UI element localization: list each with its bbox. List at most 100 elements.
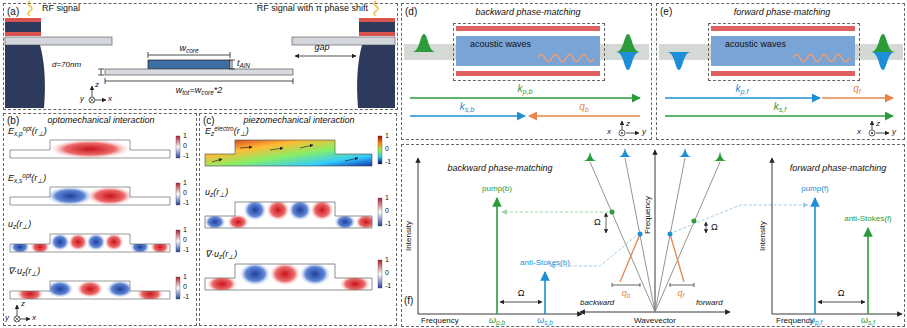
node-text: acoustic waves: [470, 39, 531, 49]
label: -1: [183, 246, 189, 253]
panel: (e)forward phase-matchingacoustic waves: [656, 3, 905, 140]
label: 1: [385, 256, 389, 263]
panel-label: (e): [660, 6, 672, 18]
label: forward phase-matching: [790, 163, 887, 173]
subscript: z: [210, 191, 213, 198]
label: q: [579, 101, 585, 112]
text-label: wtot=wcore*2: [176, 85, 223, 96]
node-text: acoustic waves: [725, 39, 786, 49]
text-label: x: [32, 313, 36, 322]
subscript: ⊥: [22, 223, 28, 230]
superscript: opt: [22, 172, 31, 179]
panel-label: (d): [405, 6, 417, 18]
text-label: z: [21, 299, 25, 308]
text-label: -1: [385, 282, 391, 290]
label: forward: [696, 298, 723, 307]
label: Wavevector: [634, 316, 676, 325]
text-label: qb: [579, 101, 589, 114]
label: Ω: [594, 217, 601, 227]
text-label: z: [95, 80, 99, 89]
panel: (d)backward phase-matchingacoustic waves: [401, 3, 652, 140]
label: Frequency: [421, 316, 459, 325]
label: 0: [385, 207, 389, 214]
subscript: x,p: [14, 130, 23, 137]
subscript: b: [585, 105, 589, 114]
label: RF signal: [42, 3, 80, 13]
subscript: z: [219, 253, 222, 260]
text-label: ωp,f: [808, 315, 822, 326]
label: Ω: [838, 288, 845, 298]
label: 0: [183, 283, 187, 290]
label: 1: [385, 194, 389, 201]
label: ): [28, 219, 31, 229]
subscript: ⊥: [38, 130, 44, 137]
label: w: [179, 43, 186, 53]
label: (r: [32, 126, 38, 136]
text-label: ωs,f: [861, 315, 875, 326]
panel: (b)optomechanical interaction: [3, 113, 197, 326]
text-label: 1: [385, 256, 389, 264]
subscript: s,b: [544, 319, 553, 326]
subscript: core: [186, 47, 199, 54]
text-label: 1: [183, 179, 187, 187]
phase-matching-plots: [418, 148, 902, 314]
field-maps-c: [204, 136, 382, 293]
label: k: [736, 83, 741, 94]
subscript: x,s: [14, 177, 22, 184]
label: x: [32, 313, 36, 322]
label: 1: [183, 179, 187, 186]
label: y: [892, 127, 896, 136]
label: 1: [183, 132, 187, 139]
subscript: core: [201, 89, 214, 96]
label: -1: [385, 158, 391, 165]
label: -1: [183, 293, 189, 300]
text-label: qf: [853, 83, 861, 96]
label: z: [876, 119, 880, 128]
label: ω: [537, 315, 544, 325]
label: q: [622, 288, 627, 298]
text-label: ks,f: [774, 101, 787, 114]
text-label: 0: [183, 142, 187, 150]
text-label: 1: [183, 226, 187, 234]
text-label: -1: [183, 199, 189, 207]
text-label: anti-Stokes(f): [844, 214, 892, 223]
label: x: [857, 127, 861, 136]
text-label: kp,f: [736, 83, 749, 96]
text-label: -1: [385, 220, 391, 228]
label: ∇·u: [8, 266, 22, 276]
label: z: [21, 299, 25, 308]
label: ω: [861, 315, 868, 325]
label: *2: [214, 85, 223, 95]
subscript: ⊥: [228, 253, 234, 260]
label: u: [8, 219, 13, 229]
text-label: tAlN: [237, 58, 250, 69]
label: (r: [213, 187, 219, 197]
subscript: tot: [182, 89, 189, 96]
label: 0: [385, 145, 389, 152]
subscript: b: [627, 292, 631, 299]
text-label: y: [642, 127, 646, 136]
text-label: Ω: [594, 217, 601, 227]
text-label: RF signal: [42, 3, 80, 13]
text-label: z: [626, 119, 630, 128]
text-label: qb: [622, 288, 631, 299]
text-label: kp,b: [518, 83, 533, 96]
text-label: uz(r⊥): [205, 187, 228, 198]
subscript: z: [13, 223, 16, 230]
label: y: [642, 127, 646, 136]
label: y: [80, 94, 84, 103]
label: pump(f): [801, 184, 829, 193]
text-label: Ex,sopt(r⊥): [8, 172, 46, 185]
label: w: [176, 85, 183, 95]
label: x: [108, 94, 112, 103]
label: ω: [808, 315, 815, 325]
label: ): [43, 173, 46, 183]
text-label: ∇·uz(r⊥): [205, 249, 237, 260]
label: ): [225, 187, 228, 197]
text-label: z: [876, 119, 880, 128]
label: Ω: [711, 222, 718, 232]
text-label: x: [607, 127, 611, 136]
text-label: ∇·uz(r⊥): [8, 266, 40, 277]
text-label: pump(f): [801, 184, 829, 193]
label: ): [37, 266, 40, 276]
